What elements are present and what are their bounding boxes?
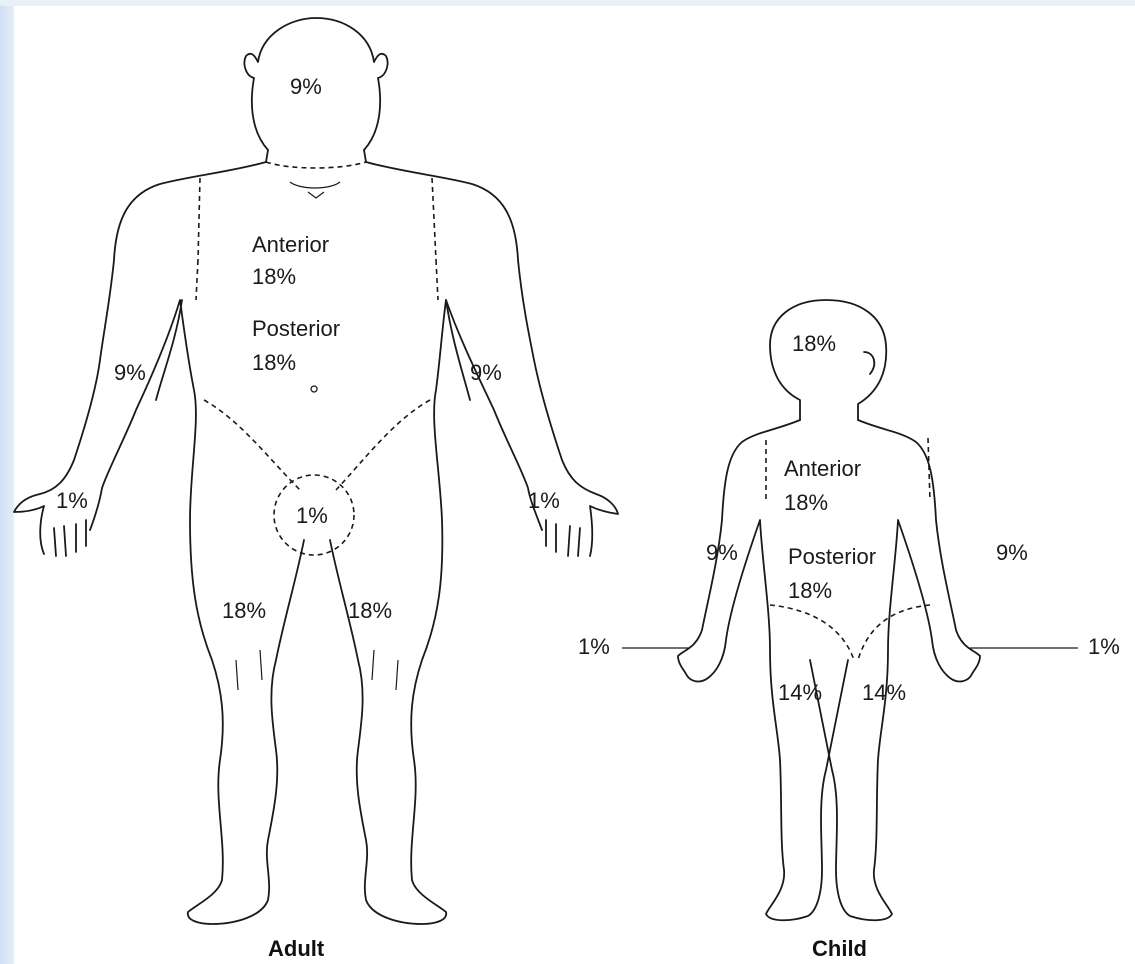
child-groin-boundary (770, 605, 930, 660)
adult-left-hand-value: 1% (528, 490, 560, 512)
child-head-outline (770, 300, 886, 420)
adult-torso-boundary-right (432, 178, 438, 300)
adult-head-value: 9% (290, 76, 322, 98)
adult-right-side (330, 162, 618, 924)
child-figure (622, 300, 1078, 920)
adult-right-hand-value: 1% (56, 490, 88, 512)
adult-caption: Adult (268, 938, 324, 960)
child-caption: Child (812, 938, 867, 960)
adult-anterior-label: Anterior (252, 234, 329, 256)
child-posterior-label: Posterior (788, 546, 876, 568)
child-right-hand-value: 1% (578, 636, 610, 658)
child-anterior-label: Anterior (784, 458, 861, 480)
child-right-leg-value: 14% (778, 682, 822, 704)
adult-posterior-label: Posterior (252, 318, 340, 340)
child-head-value: 18% (792, 333, 836, 355)
adult-left-leg-value: 18% (348, 600, 392, 622)
adult-collar (290, 182, 340, 198)
child-ear (864, 352, 874, 374)
adult-genitalia-value: 1% (296, 505, 328, 527)
adult-neck-dashes (266, 162, 366, 168)
child-torso-boundary-right (928, 438, 930, 500)
child-left-hand-value: 1% (1088, 636, 1120, 658)
adult-right-arm-value: 9% (114, 362, 146, 384)
adult-figure (14, 18, 618, 924)
child-left-arm-value: 9% (996, 542, 1028, 564)
adult-posterior-value: 18% (252, 352, 296, 374)
adult-right-leg-value: 18% (222, 600, 266, 622)
child-posterior-value: 18% (788, 580, 832, 602)
adult-groin-boundary (204, 400, 430, 490)
child-left-leg-value: 14% (862, 682, 906, 704)
adult-torso-boundary-left (196, 178, 200, 300)
child-right-arm-value: 9% (706, 542, 738, 564)
adult-inner-arm-left (156, 300, 182, 400)
adult-navel (311, 386, 317, 392)
adult-anterior-value: 18% (252, 266, 296, 288)
adult-left-arm-value: 9% (470, 362, 502, 384)
child-anterior-value: 18% (784, 492, 828, 514)
child-right-side (810, 420, 980, 920)
adult-knee-marks (236, 650, 398, 690)
adult-neck (266, 150, 366, 162)
